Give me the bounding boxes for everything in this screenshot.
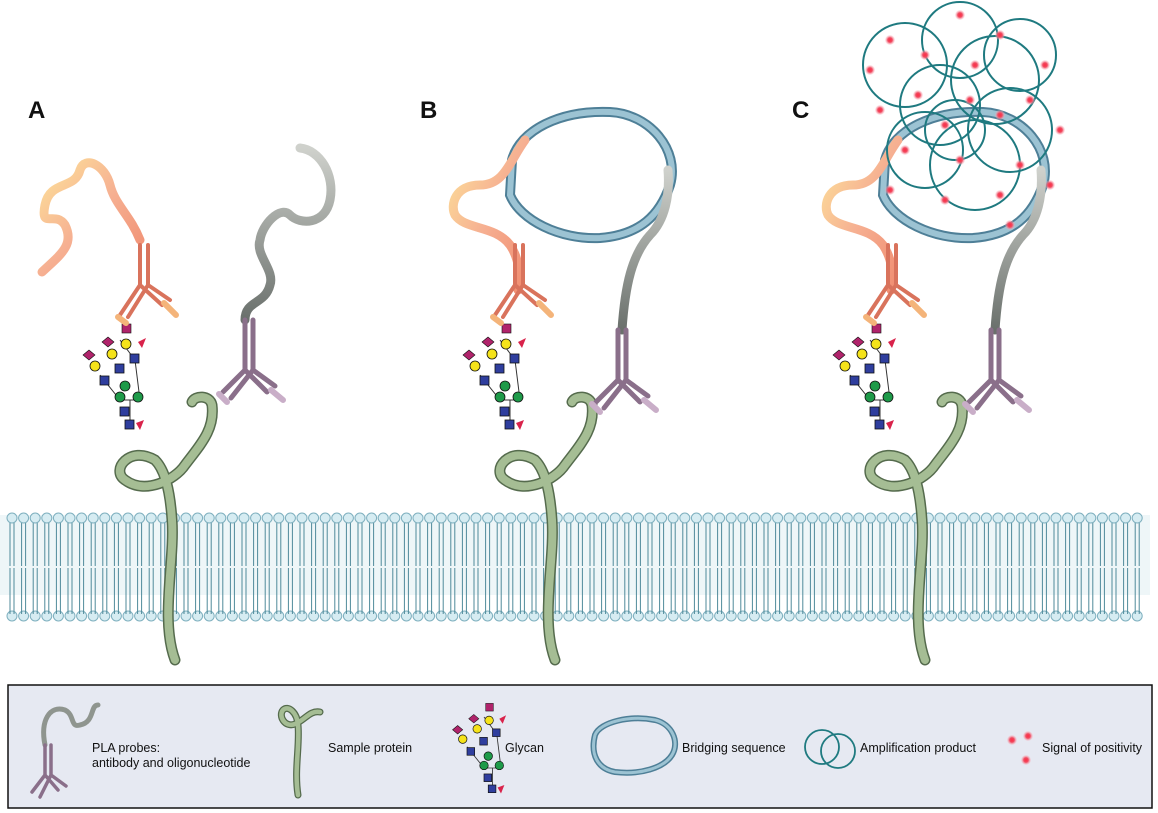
panel-b: [448, 106, 677, 666]
legend-item-pla-probe: PLA probes: antibody and oligonucleotide: [30, 702, 251, 799]
legend: PLA probes: antibody and oligonucleotide…: [7, 684, 1153, 809]
legend-glycan-text: Glycan: [505, 741, 544, 755]
antibody-left: [115, 243, 179, 326]
legend-amplification-text: Amplification product: [860, 741, 977, 755]
legend-signal-text: Signal of positivity: [1042, 741, 1143, 755]
legend-item-amplification-product: Amplification product: [804, 729, 977, 769]
antibody-right: [962, 327, 1032, 415]
panel-a: [37, 143, 336, 666]
amplification-product-icon: [804, 729, 856, 769]
oligonucleotide-right: [617, 165, 673, 335]
panel-c: [821, 1, 1065, 666]
oligonucleotide-right: [240, 143, 336, 325]
legend-protein-text: Sample protein: [328, 741, 412, 755]
legend-probe-line1: PLA probes:: [92, 741, 160, 755]
legend-probe-line2: antibody and oligonucleotide: [92, 756, 251, 770]
signal-dot-icon: [1007, 731, 1033, 765]
amplification-product: [862, 1, 1057, 211]
oligonucleotide-left: [37, 158, 145, 277]
antibody-left: [490, 243, 554, 326]
glycan: [82, 323, 147, 431]
panel-label-a: A: [28, 97, 45, 124]
legend-item-bridging-sequence: Bridging sequence: [590, 715, 786, 776]
pla-probe-icon: [30, 702, 101, 799]
signal-dots: [865, 10, 1065, 230]
antibody-left: [863, 243, 927, 326]
glycan: [832, 323, 897, 431]
antibody-right: [216, 317, 286, 405]
oligonucleotide-right: [990, 165, 1046, 335]
cell-membrane: [0, 512, 1150, 622]
glycan: [462, 323, 527, 431]
legend-item-sample-protein: Sample protein: [277, 704, 412, 799]
panel-label-b: B: [420, 97, 437, 124]
panel-label-c: C: [792, 97, 809, 124]
legend-bridging-text: Bridging sequence: [682, 741, 786, 755]
legend-item-signal: Signal of positivity: [1007, 731, 1143, 765]
legend-item-glycan: Glycan: [452, 702, 544, 794]
antibody-right: [589, 327, 659, 415]
